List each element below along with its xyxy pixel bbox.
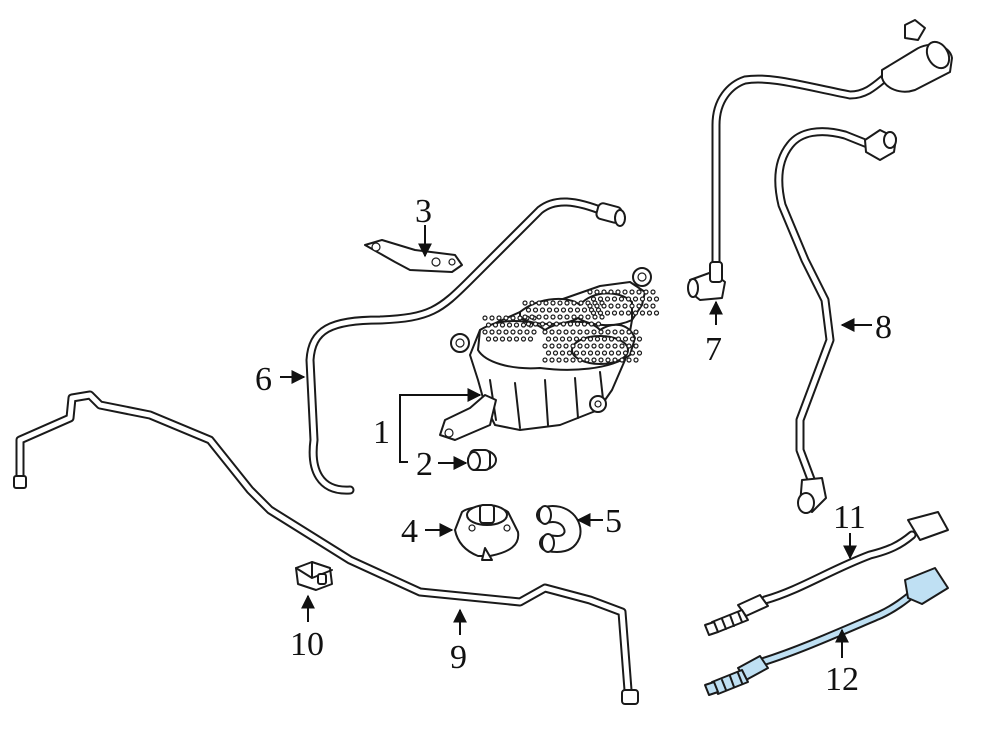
callout-1: 1	[373, 414, 390, 451]
callout-3: 3	[415, 193, 432, 230]
callout-labels: 1 2 3 4 5 6 7 8 9 10 11 12	[255, 193, 892, 698]
vapor-line-part-9[interactable]	[13, 390, 639, 705]
charcoal-canister-part-1[interactable]	[439, 267, 660, 441]
callout-12: 12	[825, 661, 859, 698]
callout-7: 7	[705, 331, 722, 368]
hose-part-7[interactable]	[687, 19, 954, 301]
callout-6: 6	[255, 361, 272, 398]
leader-lines	[280, 225, 872, 658]
callout-8: 8	[875, 309, 892, 346]
callout-11: 11	[833, 499, 866, 536]
oxygen-sensor-part-11[interactable]	[704, 511, 949, 636]
canister-grid-holes	[482, 289, 660, 363]
bracket-part-3[interactable]	[364, 239, 463, 273]
callout-5: 5	[605, 503, 622, 540]
callout-4: 4	[401, 513, 418, 550]
plug-part-2[interactable]	[467, 449, 497, 471]
hose-part-8[interactable]	[774, 127, 897, 514]
clip-part-10[interactable]	[295, 561, 333, 591]
callout-9: 9	[450, 639, 467, 676]
vent-hose-part-6[interactable]	[305, 197, 626, 495]
elbow-hose-part-5[interactable]	[536, 505, 582, 553]
callout-10: 10	[290, 626, 324, 663]
purge-valve-part-4[interactable]	[454, 504, 520, 561]
callout-2: 2	[416, 446, 433, 483]
oxygen-sensor-part-12[interactable]	[704, 567, 949, 696]
